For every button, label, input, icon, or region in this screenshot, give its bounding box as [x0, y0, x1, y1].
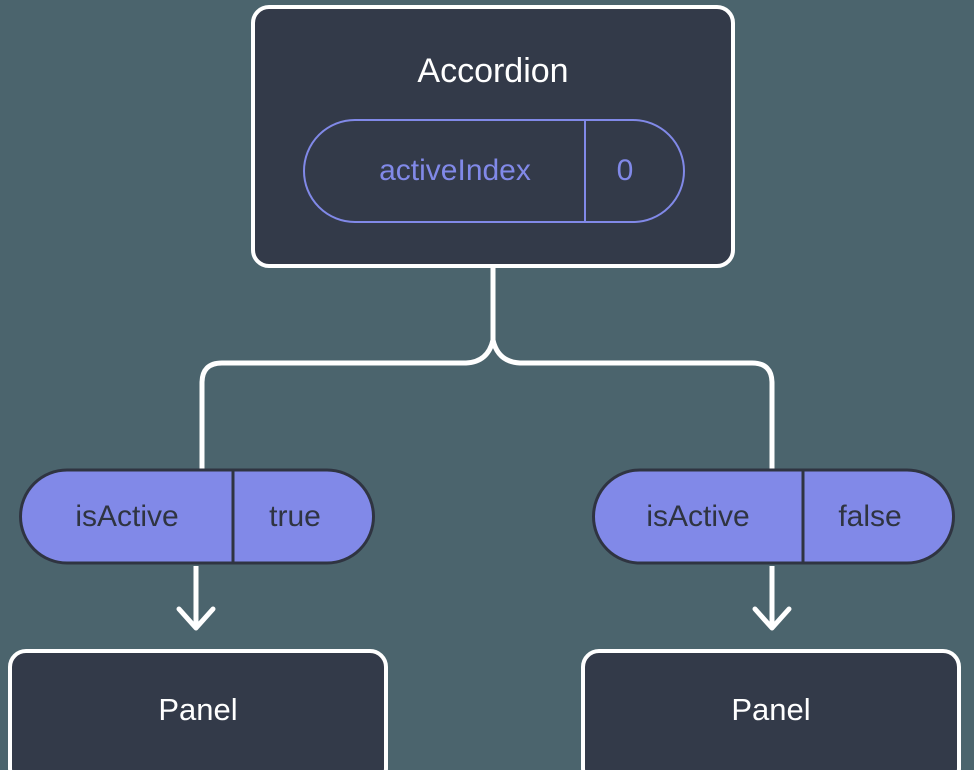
panel-right-box	[581, 649, 961, 770]
state-pill-value: 0	[617, 154, 634, 187]
arrow-right-head	[752, 606, 792, 631]
fork-connector	[199, 265, 775, 473]
state-pill-activeindex[interactable]: activeIndex 0	[303, 119, 685, 223]
node-panel-left[interactable]: Panel	[8, 649, 388, 770]
prop-pill-isactive-true[interactable]: isActive true	[19, 468, 375, 565]
connector-right-arm	[490, 337, 775, 473]
panel-left-title: Panel	[158, 692, 237, 727]
state-pill-outline	[303, 119, 685, 223]
arrow-left-head	[176, 606, 216, 631]
prop-pill-right-value: false	[838, 500, 901, 533]
prop-pill-right-key: isActive	[646, 500, 749, 533]
prop-pill-left-shape	[19, 468, 375, 565]
node-accordion[interactable]: Accordion activeIndex 0	[251, 5, 735, 268]
arrow-right	[752, 566, 792, 631]
branch-left: isActive true Panel	[8, 468, 388, 770]
panel-right-title: Panel	[731, 692, 810, 727]
prop-pill-right-shape	[592, 468, 955, 565]
prop-pill-left-value: true	[269, 500, 321, 533]
branch-right: isActive false Panel	[581, 468, 961, 770]
prop-pill-isactive-false[interactable]: isActive false	[592, 468, 955, 565]
prop-pill-left-key: isActive	[75, 500, 178, 533]
accordion-box	[251, 5, 735, 268]
connector-left-arm	[199, 337, 496, 473]
panel-left-box	[8, 649, 388, 770]
node-panel-right[interactable]: Panel	[581, 649, 961, 770]
state-pill-key: activeIndex	[379, 154, 531, 187]
arrow-left	[176, 566, 216, 631]
accordion-title: Accordion	[417, 52, 568, 90]
